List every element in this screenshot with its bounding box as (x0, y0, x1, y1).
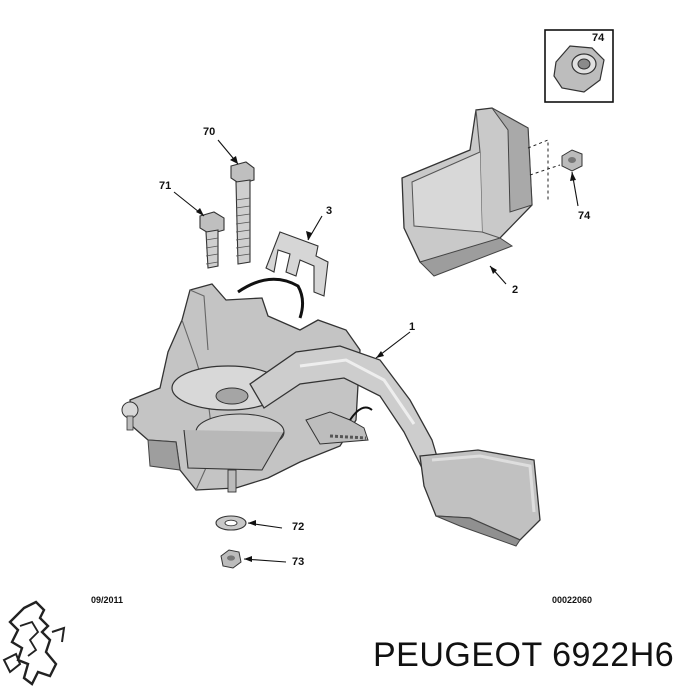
callout-3: 3 (326, 205, 333, 217)
diagram-code: 00022060 (552, 595, 593, 605)
callout-74-box: 74 (592, 32, 605, 44)
callout-73: 73 (292, 556, 305, 568)
peugeot-lion-logo (2, 600, 66, 686)
callout-71: 71 (159, 180, 172, 192)
part-1-pedal-assembly (121, 283, 541, 547)
part-caption: PEUGEOT 6922H6 (373, 636, 675, 674)
part-74-nut (561, 149, 583, 172)
callout-2: 2 (512, 284, 519, 296)
part-74-detail-box (544, 29, 614, 103)
part-71-bolt (199, 211, 225, 269)
date-code: 09/2011 (91, 595, 124, 605)
callout-70: 70 (203, 126, 216, 138)
part-2-bracket (401, 107, 561, 277)
part-72-washer (215, 515, 247, 531)
part-70-bolt (230, 161, 255, 265)
callout-72: 72 (292, 521, 305, 533)
callout-1: 1 (409, 321, 416, 333)
part-3-clip (237, 231, 329, 319)
leader-arrowheads (196, 156, 576, 562)
part-73-nut (220, 549, 242, 569)
callout-74: 74 (578, 210, 591, 222)
